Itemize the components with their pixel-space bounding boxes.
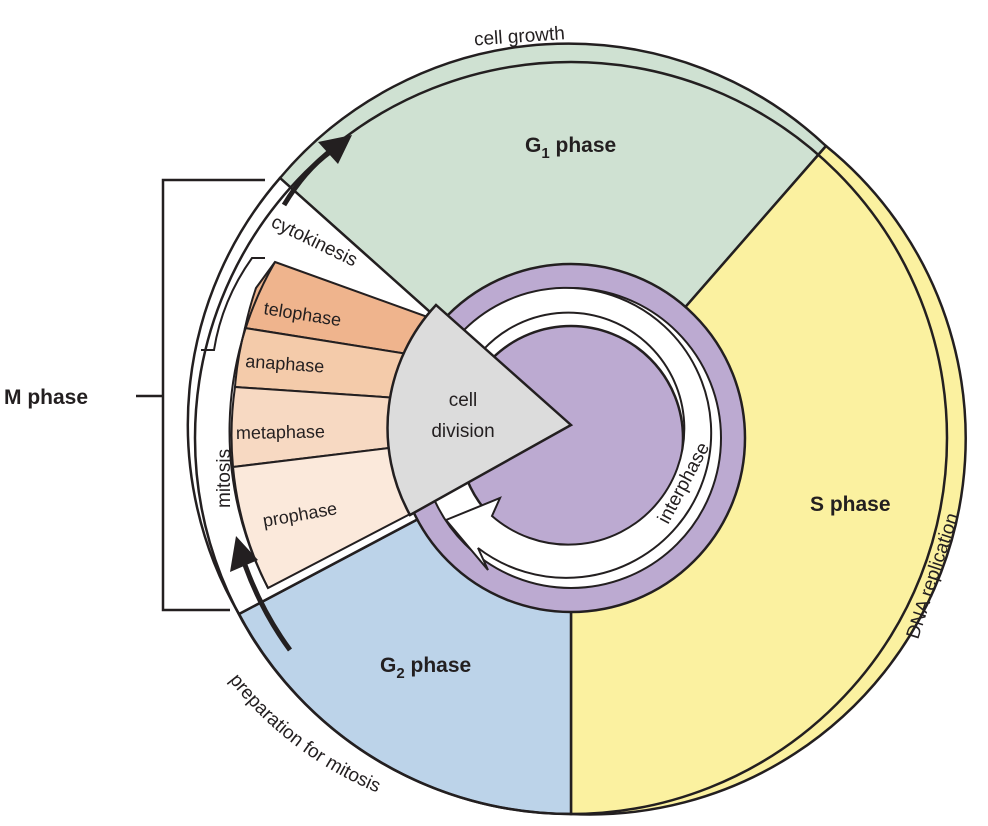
m-phase-label: M phase [4,386,88,409]
g1-phase-label: G1 phase [525,134,616,162]
telophase-bracket [201,257,265,351]
cell-division-wedge [386,303,574,517]
m-phase-bracket [136,178,265,612]
cell-division-label-line1: cell [449,390,478,411]
cycle-outline [193,60,949,816]
metaphase-label: metaphase [236,421,325,443]
g2-arrowhead-icon [230,536,258,572]
mitosis-inner-arc [228,261,276,589]
g1-phase-sector [278,42,828,440]
interphase-arrow [444,286,713,579]
g2-phase-label: G2 phase [380,654,471,682]
g1-arrowhead-icon [318,135,352,164]
g2-direction-arrow [242,564,293,652]
mitosis-label: mitosis [214,449,235,508]
cell-division-label-line2: division [431,421,494,442]
s-phase-label: S phase [810,493,891,516]
g1-direction-arrow [281,149,332,207]
s-phase-sector [569,144,967,816]
